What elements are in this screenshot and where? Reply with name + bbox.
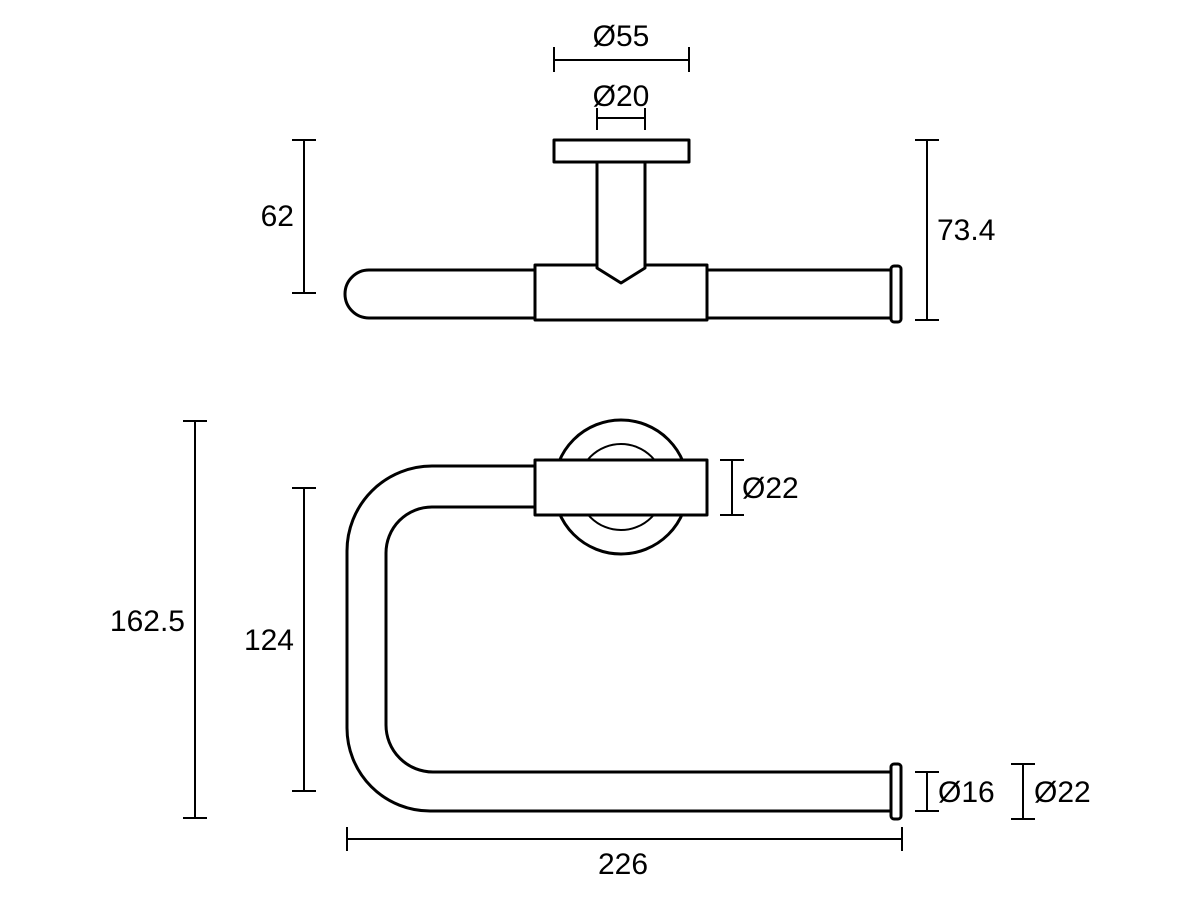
front-view-sleeve: [533, 458, 709, 517]
label-inner-height: 124: [244, 624, 294, 657]
dimension-overall-height: 162.5: [110, 420, 207, 819]
dimension-inner-height: 124: [244, 487, 316, 792]
dimension-sleeve-diameter: Ø22: [720, 459, 799, 516]
dimension-post-diameter: Ø20: [593, 80, 650, 130]
label-end-cap-diameter: Ø22: [1034, 776, 1091, 809]
label-overall-depth: 73.4: [937, 214, 995, 247]
dimension-flange-diameter: Ø55: [553, 20, 690, 72]
top-view-end-cap: [889, 264, 903, 324]
front-view-end-cap: [889, 762, 903, 821]
front-view-ring-outer: [345, 464, 894, 813]
label-sleeve-diameter: Ø22: [742, 472, 799, 505]
top-view-post: [595, 160, 647, 285]
label-post-height: 62: [261, 200, 294, 233]
dimension-rod-diameter: Ø16: [915, 771, 995, 812]
label-overall-height: 162.5: [110, 605, 185, 638]
front-view-ring-inner: [384, 505, 894, 774]
top-view-wall-flange: [552, 138, 691, 164]
label-post-diameter: Ø20: [593, 80, 650, 113]
dimension-overall-width: 226: [346, 827, 903, 881]
label-rod-diameter: Ø16: [938, 776, 995, 809]
dimension-overall-depth: 73.4: [915, 139, 995, 321]
dimension-end-cap-diameter: Ø22: [1011, 763, 1091, 820]
dimension-post-height: 62: [261, 139, 316, 294]
label-flange-diameter: Ø55: [593, 20, 650, 53]
label-overall-width: 226: [598, 848, 648, 881]
top-view: Ø55 Ø20 62 73.4: [261, 20, 995, 324]
front-view: Ø22 Ø16 Ø22 124 162.5: [110, 418, 1091, 881]
